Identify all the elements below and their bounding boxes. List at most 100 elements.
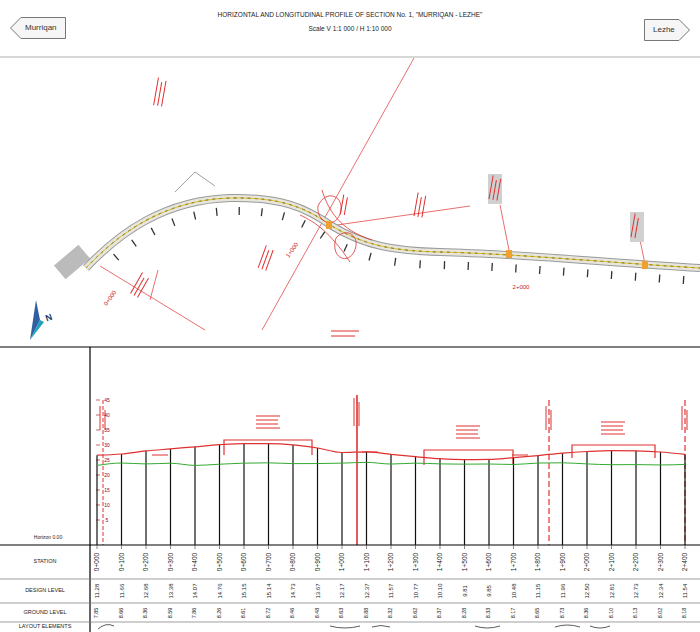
red-annotation-mark (546, 406, 547, 430)
ground-level-value: 8.32 (388, 607, 394, 618)
ground-level-value: 8.33 (486, 607, 492, 618)
station-value: 1+800 (535, 553, 542, 571)
profile-ordinate (317, 448, 318, 545)
ground-level-value: 8.36 (584, 607, 590, 618)
profile-ordinate (390, 454, 391, 545)
design-level-value: 11.15 (535, 584, 541, 599)
red-annotation-mark (546, 406, 551, 430)
red-annotation-mark (134, 278, 144, 295)
road-alignment (86, 198, 700, 268)
design-level-value: 13.67 (315, 583, 321, 598)
station-tick (113, 254, 118, 260)
column-tick (538, 545, 539, 549)
profile-ordinate (439, 459, 440, 545)
profile-ordinate (292, 445, 293, 545)
red-annotation-mark (354, 398, 359, 426)
generated-drawing (97, 207, 685, 549)
profile-ordinate (145, 451, 146, 545)
interchange (300, 190, 372, 262)
column-tick (464, 545, 465, 549)
red-annotation-mark (100, 406, 101, 430)
axis-number: 5 (106, 518, 109, 523)
red-annotation-mark (489, 175, 493, 199)
road-centreline (86, 198, 700, 268)
structure-marker (642, 261, 648, 269)
structure-line (103, 400, 104, 545)
station-tick (659, 274, 661, 282)
ground-level-value: 8.18 (682, 607, 688, 618)
north-arrow (30, 300, 40, 340)
station-tick (194, 212, 196, 220)
red-annotation-mark (359, 402, 360, 426)
red-annotation-mark (131, 78, 640, 336)
design-level-value: 12.81 (609, 583, 615, 598)
red-leader-line (262, 58, 414, 330)
ground-level-value: 8.17 (511, 607, 517, 618)
design-level-value: 11.28 (94, 584, 100, 599)
profile-ordinate (415, 457, 416, 545)
profile-ordinate (121, 454, 122, 545)
ground-level-value: 8.13 (633, 607, 639, 618)
design-level-value: 9.85 (486, 585, 492, 597)
row-header: LAYOUT ELEMENTS (19, 624, 72, 630)
red-annotation-mark (422, 196, 426, 218)
station-value: 1+700 (510, 553, 517, 571)
axis-tick (96, 430, 100, 431)
column-tick (195, 545, 196, 549)
column-tick (489, 545, 490, 549)
column-tick (97, 545, 98, 549)
red-annotation-mark (631, 213, 635, 237)
layout-element-symbol (98, 625, 610, 629)
design-level-value: 12.50 (584, 583, 590, 598)
sheet-frame (0, 57, 700, 347)
station-tick (444, 261, 446, 269)
profile-ordinate (268, 444, 269, 545)
north-arrow (30, 320, 44, 340)
red-annotation-mark (137, 278, 148, 297)
red-annotation-mark (687, 410, 688, 430)
axis-number: 10 (104, 503, 110, 508)
column-tick (293, 545, 294, 549)
place-name: Lezhe (644, 19, 690, 41)
station-value: 2+200 (633, 553, 640, 571)
structure-line (356, 395, 358, 545)
design-level-value: 12.37 (364, 583, 370, 598)
column-tick (170, 545, 171, 549)
plan-view (30, 58, 700, 340)
design-level-value: 11.66 (119, 584, 125, 599)
axis-tick (96, 445, 100, 446)
station-tick (563, 268, 565, 276)
station-value: 0+900 (314, 553, 321, 571)
column-tick (685, 545, 686, 549)
layout-element-symbol (372, 626, 390, 628)
red-annotation-mark (344, 197, 347, 215)
ground-level-value: 8.59 (168, 607, 174, 618)
design-level-value: 12.73 (633, 583, 639, 598)
station-value: 1+300 (412, 553, 419, 571)
chainage-label: 0+000 (103, 289, 118, 306)
layout-element-symbol (590, 626, 610, 628)
red-annotation-mark (414, 192, 418, 216)
layout-element-symbol (98, 625, 114, 629)
station-tick (635, 273, 637, 281)
chainage-label: 2+000 (513, 284, 530, 290)
vertical-curve-bracket (424, 450, 513, 465)
station-tick (216, 208, 218, 216)
ground-level-value: 8.28 (462, 607, 468, 618)
structure-marker (326, 221, 332, 229)
annotation-box (488, 174, 502, 204)
red-leader-line (500, 205, 510, 255)
ground-level-value: 8.37 (437, 607, 443, 618)
red-annotation-mark (601, 434, 625, 435)
red-annotation-mark (456, 430, 478, 431)
red-leader-line (150, 270, 158, 300)
structure-line (103, 395, 685, 545)
drawing-title: HORIZONTAL AND LONGITUDINAL PROFILE OF S… (218, 12, 483, 19)
ground-level-value: 8.66 (119, 607, 125, 618)
profile-ordinate (464, 460, 465, 545)
column-tick (342, 545, 343, 549)
station-value: 1+400 (437, 553, 444, 571)
station-value: 1+200 (388, 553, 395, 571)
design-level-value: 11.57 (388, 584, 394, 599)
red-leader-line (100, 266, 205, 330)
